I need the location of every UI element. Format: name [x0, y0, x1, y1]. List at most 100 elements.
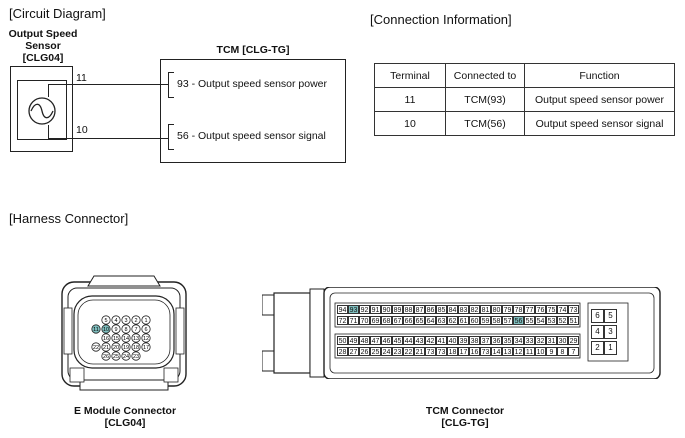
tcm-pin: 10: [535, 347, 546, 356]
clg04-pin-label: 14: [123, 336, 129, 342]
clg04-pin: [101, 351, 111, 361]
tcm-title: TCM [CLG-TG]: [216, 44, 290, 56]
tcm-line-power: 93 - Output speed sensor power: [177, 78, 328, 90]
tcm-pin: 78: [513, 305, 524, 314]
tcm-pin: 32: [535, 336, 546, 345]
clg04-pin-label: 9: [114, 327, 117, 333]
tcm-bracket-power: [168, 72, 169, 98]
tcm-pin: 61: [458, 316, 469, 325]
clg04-pin: [141, 315, 151, 325]
tcm-connector-caption: TCM Connector [CLG-TG]: [380, 405, 550, 429]
clg04-pin: [121, 351, 131, 361]
tcm-pin: 86: [425, 305, 436, 314]
clg04-pin: [111, 351, 121, 361]
clg04-pin-label: 25: [113, 354, 119, 360]
tcm-bracket-signal-bottom: [168, 149, 174, 150]
tcm-pin: 73: [480, 347, 491, 356]
tcm-pin: 9: [546, 347, 557, 356]
tcm-pin: 46: [381, 336, 392, 345]
tcm-pin: 65: [414, 316, 425, 325]
connection-table: Terminal Connected to Function 11 TCM(93…: [374, 63, 675, 136]
tcm-pin: 56: [513, 316, 524, 325]
clg04-pin: [131, 315, 141, 325]
tcm-pin: 60: [469, 316, 480, 325]
tcm-pin: 68: [381, 316, 392, 325]
table-cell: Output speed sensor power: [524, 87, 675, 112]
tcm-pin: 38: [469, 336, 480, 345]
wire-signal: [48, 138, 168, 139]
tcm-pin: 49: [348, 336, 359, 345]
clg04-pin-label: 1: [144, 318, 147, 324]
tcm-pin: 76: [535, 305, 546, 314]
tcm-pin: 58: [491, 316, 502, 325]
tcm-pin: 55: [524, 316, 535, 325]
sensor-name-line2: Sensor: [25, 40, 61, 52]
clg04-pin-label: 23: [133, 354, 139, 360]
clg04-pin: [91, 324, 101, 334]
tcm-pin: 33: [524, 336, 535, 345]
tcm-pin: 50: [337, 336, 348, 345]
table-row: 11 TCM(93) Output speed sensor power: [374, 87, 675, 112]
tcm-pin: 90: [381, 305, 392, 314]
tcm-side-pin: 3: [604, 325, 617, 339]
clg04-pin: [91, 342, 101, 352]
tcm-pin: 57: [502, 316, 513, 325]
clg04-pin-label: 26: [103, 354, 109, 360]
tcm-pin: 59: [480, 316, 491, 325]
clg04-pin: [131, 351, 141, 361]
clg04-pin: [111, 333, 121, 343]
tcm-pin: 94: [337, 305, 348, 314]
tcm-line-signal: 56 - Output speed sensor signal: [177, 130, 326, 142]
tcm-pin: 30: [557, 336, 568, 345]
tcm-pin: 66: [403, 316, 414, 325]
tcm-pin: 77: [524, 305, 535, 314]
tcm-pin: 92: [359, 305, 370, 314]
tcm-pin: 41: [436, 336, 447, 345]
harness-connector-title: [Harness Connector]: [9, 211, 129, 226]
tcm-pin: 83: [458, 305, 469, 314]
e-module-caption-line1: E Module Connector: [73, 405, 177, 417]
tcm-pin: 42: [425, 336, 436, 345]
table-row: 10 TCM(56) Output speed sensor signal: [374, 111, 675, 136]
table-header-function: Function: [524, 63, 675, 88]
tcm-pin: 31: [546, 336, 557, 345]
wire-stub-power: [48, 84, 49, 97]
sensor-pin-signal: 10: [76, 124, 88, 136]
tcm-pin: 40: [447, 336, 458, 345]
tcm-pin: 73: [436, 347, 447, 356]
clg04-pin-label: 15: [113, 336, 119, 342]
clg04-pin-label: 12: [143, 336, 149, 342]
clg04-pin-label: 8: [124, 327, 127, 333]
table-header-row: Terminal Connected to Function: [374, 63, 675, 88]
clg04-pin: [101, 315, 111, 325]
tcm-pin: 85: [436, 305, 447, 314]
clg04-pin-label: 21: [103, 345, 109, 351]
clg04-pin: [121, 342, 131, 352]
tcm-pin: 69: [370, 316, 381, 325]
tcm-side-pin: 6: [591, 309, 604, 323]
wire-stub-signal: [48, 125, 49, 138]
clg04-pin-label: 13: [133, 336, 139, 342]
clg04-pin-label: 18: [133, 345, 139, 351]
tcm-pin: 93: [348, 305, 359, 314]
tcm-pin: 14: [491, 347, 502, 356]
tcm-caption-line2: [CLG-TG]: [441, 417, 489, 429]
tcm-pin: 54: [535, 316, 546, 325]
clg04-pin-label: 2: [134, 318, 137, 324]
clg04-pin: [141, 342, 151, 352]
table-header-terminal: Terminal: [374, 63, 446, 88]
tcm-pin: 91: [370, 305, 381, 314]
tcm-pin: 8: [557, 347, 568, 356]
tcm-pin: 75: [546, 305, 557, 314]
clg04-pin: [111, 342, 121, 352]
connection-info-title: [Connection Information]: [370, 12, 512, 27]
clg04-pin: [131, 342, 141, 352]
tcm-caption-line1: TCM Connector: [425, 405, 505, 417]
tcm-pin: 48: [359, 336, 370, 345]
tcm-pin: 80: [491, 305, 502, 314]
tcm-pin: 45: [392, 336, 403, 345]
clg04-pin: [131, 333, 141, 343]
table-cell: TCM(93): [445, 87, 525, 112]
tcm-pin: 36: [491, 336, 502, 345]
